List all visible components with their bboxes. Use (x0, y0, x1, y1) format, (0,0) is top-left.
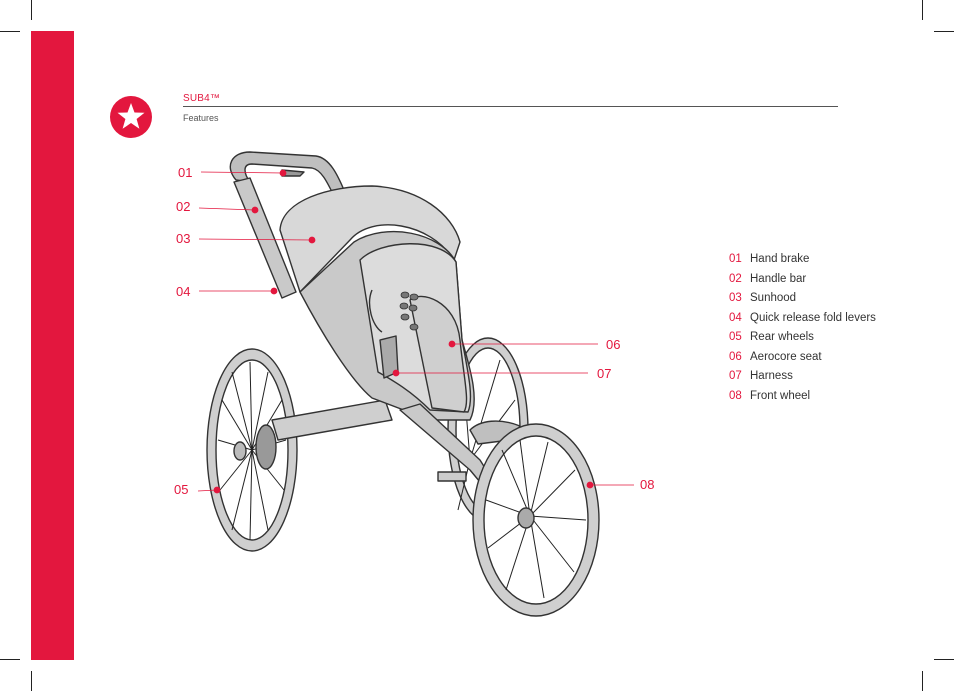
rear-wheel (206, 348, 298, 552)
legend-number: 02 (729, 272, 742, 285)
legend-label: Rear wheels (750, 331, 814, 343)
stroller-body (279, 185, 475, 421)
callout-03: 03 (176, 231, 191, 246)
legend-number: 01 (729, 253, 742, 265)
legend-label: Handle bar (750, 272, 807, 285)
legend-item: 01 Hand brake (729, 252, 876, 272)
legend-label: Hand brake (750, 253, 810, 265)
badge (110, 96, 152, 138)
crop-mark-br-h (934, 659, 954, 660)
legend-number: 04 (729, 311, 742, 324)
callout-08: 08 (640, 477, 655, 492)
legend-number: 05 (729, 331, 742, 343)
handle-bar (229, 151, 345, 299)
legend-item: 08 Front wheel (729, 389, 876, 409)
header-divider (183, 106, 838, 107)
legend-item: 03 Sunhood (729, 291, 876, 311)
page-subtitle: Features (183, 113, 219, 123)
legend-label: Front wheel (750, 389, 811, 402)
crop-mark-tl-h (0, 31, 20, 32)
legend-label: Harness (750, 370, 793, 382)
legend-label: Aerocore seat (750, 350, 822, 363)
star-icon (117, 103, 145, 129)
callout-02: 02 (176, 199, 191, 214)
crop-mark-br-v (922, 671, 923, 691)
legend-number: 06 (729, 350, 742, 363)
legend-number: 07 (729, 370, 742, 382)
crop-mark-tr-v (922, 0, 923, 20)
callout-01: 01 (178, 165, 193, 180)
callout-07: 07 (597, 366, 612, 381)
legend-label: Quick release fold levers (750, 311, 876, 324)
legend-item: 07 Harness (729, 369, 876, 389)
crop-mark-tr-h (934, 31, 954, 32)
legend-item: 04 Quick release fold levers (729, 311, 876, 331)
side-band (31, 31, 74, 660)
legend-item: 05 Rear wheels (729, 330, 876, 350)
brand-title: SUB4™ (183, 93, 221, 104)
callout-04: 04 (176, 284, 191, 299)
crop-mark-bl-v (31, 671, 32, 691)
legend-item: 02 Handle bar (729, 272, 876, 292)
feature-legend: 01 Hand brake 02 Handle bar 03 Sunhood 04 Qu… (729, 252, 876, 408)
callout-06: 06 (606, 337, 621, 352)
crop-mark-tl-v (31, 0, 32, 20)
legend-label: Sunhood (750, 292, 797, 304)
callout-05: 05 (174, 482, 189, 497)
front-wheel (399, 403, 600, 617)
legend-number: 03 (729, 292, 742, 304)
legend-item: 06 Aerocore seat (729, 350, 876, 370)
crop-mark-bl-h (0, 659, 20, 660)
legend-number: 08 (729, 389, 742, 402)
